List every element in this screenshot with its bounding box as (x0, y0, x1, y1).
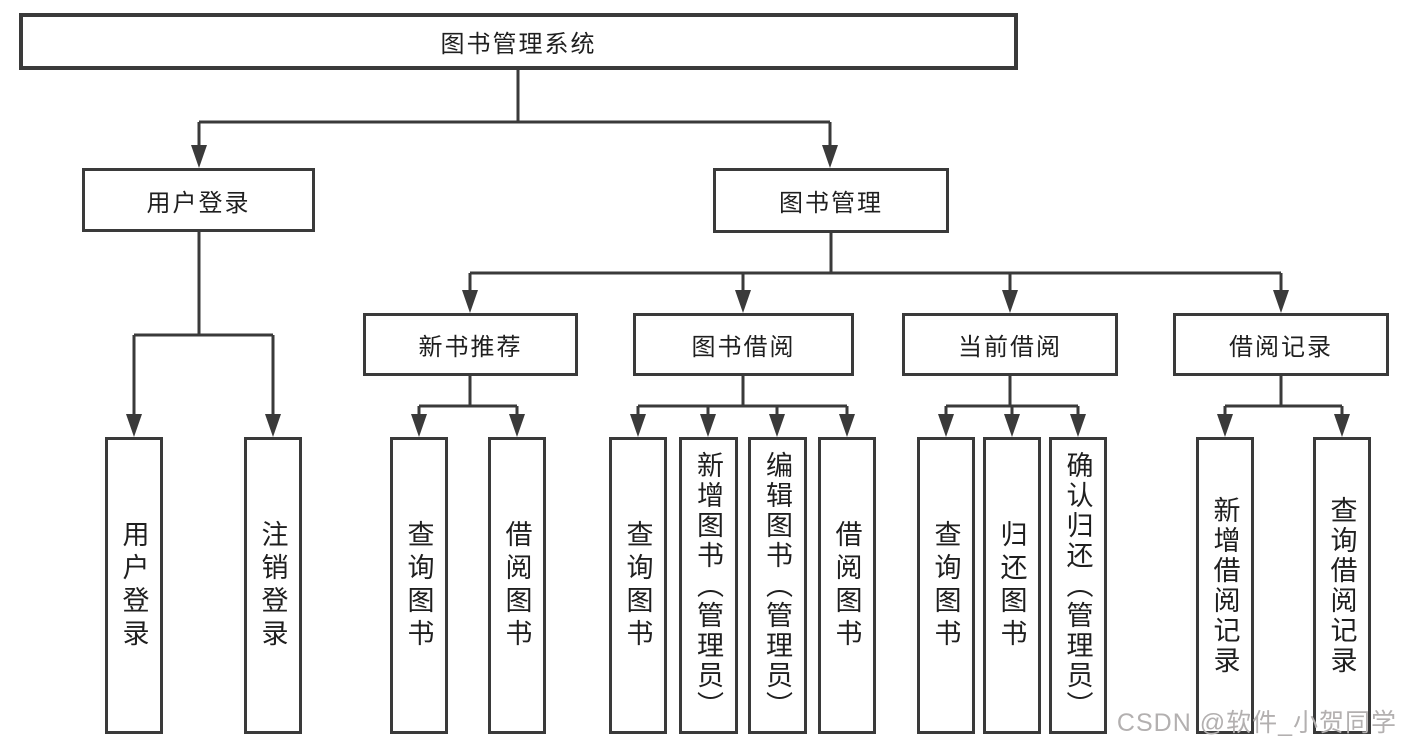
leaf-label: 编辑图书（管理员） (762, 450, 792, 721)
leaf-label: 查询图书 (930, 519, 961, 652)
leaf-label: 借阅图书 (831, 519, 862, 652)
node-user-login: 用户登录 (82, 168, 315, 232)
leaf-query-book: 查询图书 (609, 437, 667, 734)
node-current-borrow: 当前借阅 (902, 313, 1118, 376)
connector-current-borrow-to-leaves (938, 376, 1086, 437)
node-label: 借阅记录 (1229, 334, 1333, 361)
leaf-label: 借阅图书 (501, 519, 532, 652)
leaf-label: 用户登录 (118, 519, 149, 652)
node-borrow-record: 借阅记录 (1173, 313, 1389, 376)
csdn-watermark: CSDN @软件_小贺同学 (1116, 709, 1397, 737)
node-label: 用户登录 (146, 189, 251, 217)
connector-book-management-to-level3 (462, 233, 1289, 313)
leaf-query-borrow-record: 查询借阅记录 (1313, 437, 1371, 734)
leaf-return-book: 归还图书 (983, 437, 1041, 734)
leaf-query-book: 查询图书 (390, 437, 448, 734)
leaf-user-login: 用户登录 (105, 437, 163, 734)
node-label: 当前借阅 (958, 334, 1062, 361)
connector-user-login-to-leaves (126, 232, 281, 437)
leaf-confirm-return-admin: 确认归还（管理员） (1049, 437, 1107, 734)
leaf-borrow-book: 借阅图书 (818, 437, 876, 734)
node-label: 图书借阅 (691, 334, 796, 361)
leaf-add-borrow-record: 新增借阅记录 (1196, 437, 1254, 734)
node-label: 图书管理系统 (440, 31, 597, 58)
node-book-management: 图书管理 (713, 168, 949, 233)
leaf-label: 归还图书 (996, 519, 1027, 652)
leaf-label: 查询图书 (622, 519, 653, 652)
leaf-label: 新增借阅记录 (1209, 495, 1240, 676)
leaf-borrow-book: 借阅图书 (488, 437, 546, 734)
leaf-query-book: 查询图书 (917, 437, 975, 734)
node-library-management-system: 图书管理系统 (19, 13, 1018, 70)
connector-book-borrow-to-leaves (630, 376, 855, 437)
node-label: 新书推荐 (418, 334, 523, 361)
leaf-label: 查询借阅记录 (1326, 495, 1357, 676)
node-label: 图书管理 (779, 190, 883, 217)
node-new-book-recommend: 新书推荐 (363, 313, 578, 376)
leaf-add-book-admin: 新增图书（管理员） (679, 437, 738, 734)
connector-root-to-level2 (191, 70, 838, 168)
leaf-label: 新增图书（管理员） (693, 450, 723, 721)
leaf-label: 确认归还（管理员） (1062, 450, 1093, 721)
leaf-logout: 注销登录 (244, 437, 302, 734)
leaf-label: 查询图书 (403, 519, 434, 652)
node-book-borrow: 图书借阅 (633, 313, 854, 376)
connector-new-book-to-leaves (411, 376, 525, 437)
leaf-label: 注销登录 (257, 519, 288, 652)
connector-borrow-record-to-leaves (1217, 376, 1350, 437)
leaf-edit-book-admin: 编辑图书（管理员） (748, 437, 807, 734)
